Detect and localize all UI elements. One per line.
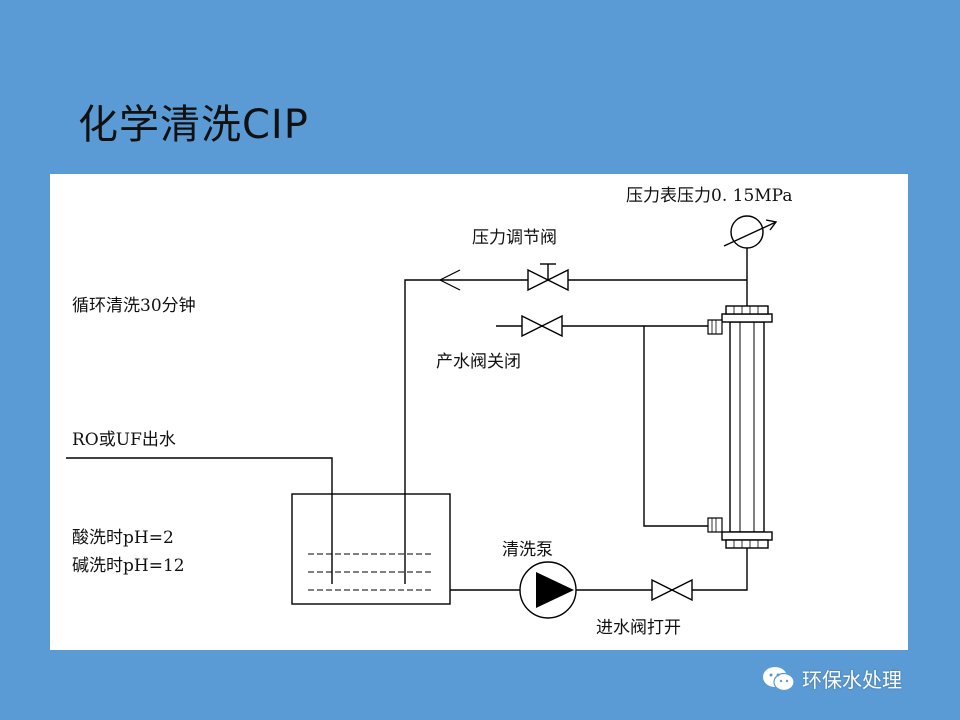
tank-liquid-lines (308, 553, 432, 591)
inlet-valve-icon (651, 578, 693, 602)
pressure-valve-icon (527, 263, 569, 292)
tank-icon (291, 493, 451, 605)
return-pipe (404, 279, 747, 584)
source-water-label: RO或UF出水 (72, 430, 176, 450)
membrane-module-icon (707, 305, 773, 549)
watermark-text: 环保水处理 (802, 668, 902, 692)
product-bypass-pipe (643, 326, 708, 527)
cip-diagram: 压力表压力0. 15MPa 压力调节阀 循环清洗30分钟 产水阀关闭 RO或UF… (50, 174, 908, 650)
pressure-gauge-icon (723, 215, 778, 249)
inlet-valve-label: 进水阀打开 (596, 618, 681, 638)
product-valve-label: 产水阀关闭 (436, 352, 521, 372)
arrow-left-icon (438, 269, 461, 291)
circulation-label: 循环清洗30分钟 (72, 296, 196, 316)
pump-label: 清洗泵 (502, 540, 553, 560)
feed-pipe (576, 542, 748, 591)
page-title: 化学清洗CIP (78, 102, 309, 148)
acid-wash-label: 酸洗时pH=2 (72, 528, 174, 548)
pressure-valve-label: 压力调节阀 (472, 228, 557, 248)
cip-flow-diagram (66, 215, 778, 619)
pressure-gauge-label: 压力表压力0. 15MPa (626, 186, 793, 206)
wechat-icon (763, 666, 795, 691)
product-valve-icon (521, 314, 563, 338)
watermark: 环保水处理 (762, 664, 902, 693)
source-water-pipe (66, 457, 333, 584)
alkali-wash-label: 碱洗时pH=12 (72, 556, 185, 576)
